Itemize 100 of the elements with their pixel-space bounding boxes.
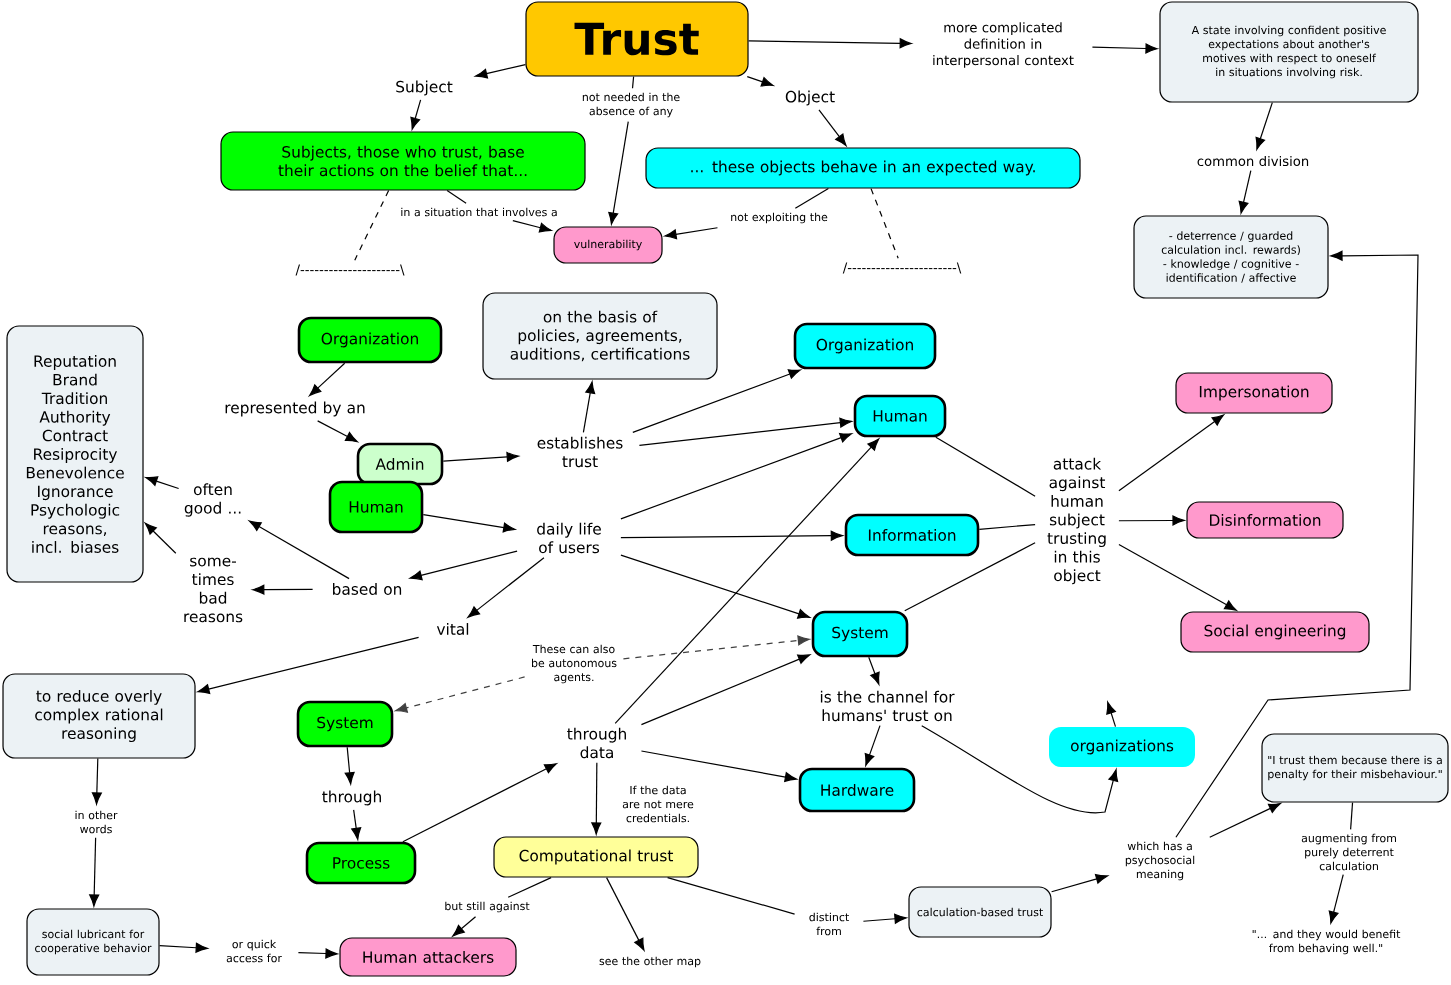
concept-box: System <box>296 700 394 748</box>
linking-phrase: common division <box>1197 155 1309 167</box>
linking-phrase: establishes trust <box>537 436 623 468</box>
connector-line <box>794 188 829 209</box>
linking-phrase: vital <box>436 623 469 635</box>
connector-line <box>978 523 1036 530</box>
arrow <box>351 809 362 840</box>
arrow <box>1175 250 1419 838</box>
arrow <box>159 942 208 953</box>
arrow <box>1106 701 1117 728</box>
concept-box: Hardware <box>798 767 916 813</box>
concept-box: Information <box>844 513 980 557</box>
arrow <box>1118 414 1225 492</box>
concept-box: ... these objects behave in an expected way. <box>645 147 1081 189</box>
arrow <box>620 432 853 520</box>
concept-box: Human <box>853 394 947 438</box>
linking-phrase: represented by an <box>225 401 365 417</box>
linking-phrase: or quick access for <box>226 939 282 963</box>
linking-phrase: often good ... <box>184 483 241 517</box>
arrow <box>664 227 719 240</box>
arrow <box>1238 169 1252 214</box>
edge-label: If the data are not mere credentials. <box>614 783 702 825</box>
concept-box: Organization <box>793 322 937 370</box>
linking-phrase: some- times bad reasons <box>184 557 243 623</box>
concept-box: Impersonation <box>1175 372 1333 414</box>
arrow <box>442 451 519 462</box>
arrow <box>89 837 100 907</box>
arrow <box>410 99 422 130</box>
concept-box: - deterrence / guarded calculation incl. rewards) - knowledge / cognitive - identification / affective <box>1133 215 1329 299</box>
connector-line <box>904 542 1036 612</box>
linking-phrase: distinct from <box>809 912 849 936</box>
arrow <box>309 362 346 397</box>
arrow <box>409 550 518 581</box>
concept-box: A state involving confident positive expectations about another's motives with respect to oneself in situations involving risk. <box>1159 1 1419 103</box>
connector-line <box>1350 802 1354 830</box>
arrow <box>868 656 880 685</box>
concept-box: vulnerability <box>553 226 663 264</box>
arrow <box>422 514 516 533</box>
dashed-arrow <box>622 635 810 660</box>
arrow <box>1255 102 1273 150</box>
arrow <box>402 763 557 843</box>
concept-box: "I trust them because there is a penalty for their misbehaviour." <box>1261 733 1449 803</box>
arrow <box>252 584 314 595</box>
dashed-line <box>870 188 899 259</box>
arrow <box>864 725 881 767</box>
concept-box: Reputation Brand Tradition Authority Contract Resiprocity Benevolence Ignorance Psychologic reasons, incl. biases <box>6 325 144 583</box>
connector-line <box>446 190 467 204</box>
arrow <box>145 476 180 490</box>
concept-box: Subjects, those who trust, base their actions on the belief that... <box>220 131 586 191</box>
linking-phrase: through data <box>567 727 626 759</box>
connector-line <box>667 877 796 915</box>
arrow <box>91 758 102 805</box>
concept-box: on the basis of policies, agreements, auditions, certifications <box>482 292 718 380</box>
arrow <box>1118 543 1237 611</box>
linking-phrase: based on <box>333 583 402 595</box>
arrow <box>862 913 907 924</box>
arrow <box>591 762 602 835</box>
concept-box: Organization <box>297 316 443 364</box>
arrow <box>344 746 355 785</box>
arrow <box>614 438 880 724</box>
arrow <box>620 554 811 619</box>
arrow <box>248 520 350 580</box>
concept-box: Process <box>305 841 417 885</box>
connector-line <box>507 877 552 898</box>
arrow <box>746 76 774 87</box>
linking-phrase: not exploiting the <box>731 212 828 224</box>
linking-phrase: Object <box>785 90 835 106</box>
linking-phrase: which has a psychosocial meaning <box>1125 841 1195 881</box>
concept-box: calculation-based trust <box>908 886 1052 938</box>
concept-box: System <box>811 610 909 658</box>
concept-box: Human attackers <box>339 937 517 977</box>
linking-phrase: more complicated definition in interpersonal context <box>933 22 1074 68</box>
concept-box: Social engineering <box>1180 611 1370 653</box>
concept-box: Computational trust <box>493 836 699 878</box>
arrow <box>818 109 847 147</box>
concept-box: to reduce overly complex rational reasoning <box>2 673 196 759</box>
concept-box: organizations <box>1049 727 1195 767</box>
arrow <box>317 420 358 443</box>
arrow <box>144 522 177 554</box>
arrow <box>1051 874 1108 893</box>
arrow <box>1209 803 1281 838</box>
arrow <box>640 750 797 783</box>
arrow <box>512 220 552 233</box>
linking-phrase: in other words <box>75 810 118 834</box>
linking-phrase: in a situation that involves a <box>401 207 557 217</box>
linking-phrase: attack against human subject trusting in this object <box>1047 457 1106 585</box>
dashed-arrow <box>395 676 526 713</box>
arrow <box>475 64 526 79</box>
connector-line <box>631 76 635 89</box>
arrow <box>1118 515 1185 526</box>
arrow <box>748 38 912 49</box>
dashed-line <box>354 190 390 261</box>
concept-box: social lubricant for cooperative behavior <box>26 908 160 976</box>
arrow <box>1328 874 1344 924</box>
linking-phrase: not needed in the absence of any <box>582 92 680 118</box>
linking-phrase: through <box>322 790 381 806</box>
linking-phrase: augmenting from purely deterrent calculation <box>1301 833 1396 871</box>
linking-phrase: see the other map <box>599 956 701 968</box>
linking-phrase: daily life of users <box>537 522 601 554</box>
concept-box: Disinformation <box>1186 501 1344 539</box>
